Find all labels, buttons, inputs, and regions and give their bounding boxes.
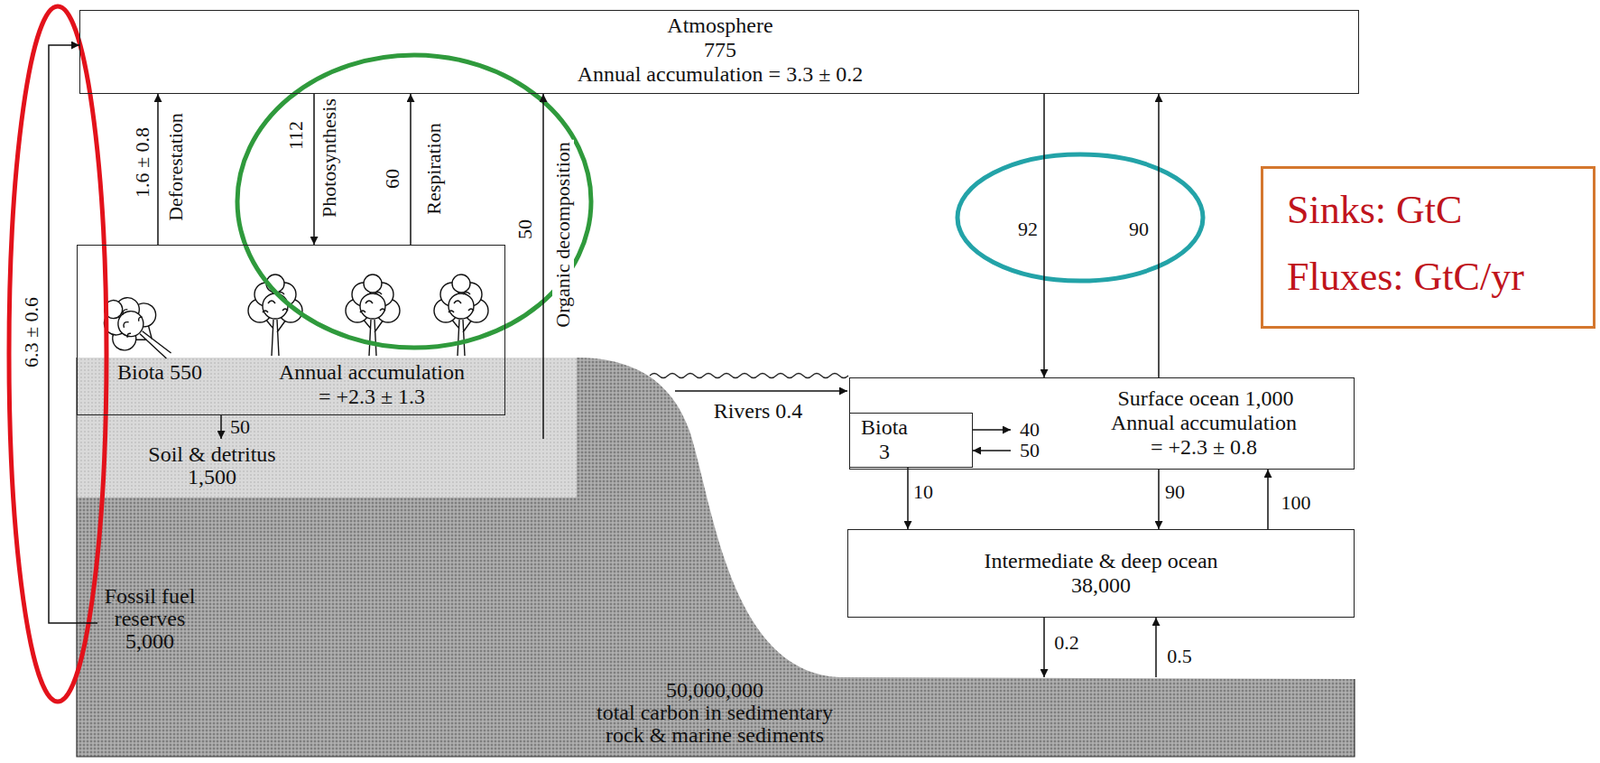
flux-value: 0.5 xyxy=(1165,645,1194,667)
flux-arrow xyxy=(1043,617,1046,677)
flux-value: 1.6 ± 0.8 xyxy=(131,125,154,200)
flux-name: Respiration xyxy=(423,120,445,216)
highlight-ellipse xyxy=(9,6,107,702)
flux-arrow xyxy=(972,449,1011,452)
flux-arrow xyxy=(157,93,159,245)
node-heading: Sinks: GtC xyxy=(1286,186,1462,234)
tree xyxy=(248,274,303,356)
river-flux-label: Rivers 0.4 xyxy=(712,398,805,424)
node-value: Annual accumulation = +2.3 ± 0.8 xyxy=(1108,410,1300,460)
ocean-biota-box: Biota 3 xyxy=(849,412,973,468)
flux-value: 50 xyxy=(1017,439,1042,462)
node-heading: Fossil fuel reserves xyxy=(100,584,200,630)
highlight-ellipse xyxy=(957,154,1203,281)
flux-value: 112 xyxy=(285,119,307,152)
node-heading: Surface ocean 1,000 xyxy=(1117,386,1294,411)
flux-arrow xyxy=(48,45,98,623)
node-heading: Biota 3 xyxy=(857,415,912,464)
fossil-fuel-band: Fossil fuel reserves5,000 xyxy=(97,582,204,657)
flux-value: 60 xyxy=(381,166,404,191)
flux-value: 6.3 ± 0.6 xyxy=(20,295,43,370)
flux-arrow xyxy=(1157,469,1160,529)
flux-arrow xyxy=(1155,617,1157,677)
flux-value: 50 xyxy=(514,217,537,241)
flux-arrow xyxy=(542,93,545,439)
node-value: Annual accumulation = +2.3 ± 1.3 xyxy=(276,360,468,409)
flux-arrow xyxy=(313,93,315,245)
flux-name: Organic decomposition xyxy=(552,139,574,330)
node-value: Fluxes: GtC/yr xyxy=(1286,253,1525,301)
flux-value: 40 xyxy=(1017,418,1042,441)
flux-value: 90 xyxy=(1127,218,1151,241)
sediment-band: 50,000,000total carbon in sedimentary ro… xyxy=(76,676,1355,757)
river-arrow xyxy=(675,389,848,392)
surface-ocean-box: Biota 3 Surface ocean 1,000Annual accumul… xyxy=(849,377,1355,470)
soil-region xyxy=(76,357,577,498)
node-value: total carbon in sedimentary rock & marin… xyxy=(591,701,838,747)
water-surface xyxy=(649,373,849,379)
highlight-ellipse xyxy=(237,55,592,348)
node-value: 1,500 xyxy=(187,465,237,489)
deep-ocean-box: Intermediate & deep ocean38,000 xyxy=(847,528,1355,618)
flux-arrow xyxy=(906,467,909,529)
flux-name: Deforestation xyxy=(165,110,187,223)
node-heading: Intermediate & deep ocean xyxy=(983,548,1218,574)
flux-value: 90 xyxy=(1163,480,1187,503)
flux-name: Photosynthesis xyxy=(318,96,341,220)
units-box: Sinks: GtC Fluxes: GtC/yr xyxy=(1260,166,1596,329)
land-biota-box: Biota 550 Annual accumulation = +2.3 ± 1.… xyxy=(76,244,506,416)
frame-line xyxy=(76,357,1355,757)
flux-value: 10 xyxy=(911,480,935,503)
node-value: 775 xyxy=(703,37,737,63)
node-heading: 50,000,000 xyxy=(665,678,764,702)
node-value: 38,000 xyxy=(1071,573,1131,598)
flux-arrow xyxy=(409,93,412,245)
flux-arrow xyxy=(1267,469,1269,529)
flux-arrow xyxy=(972,428,1011,431)
atmosphere-box: Atmosphere775Annual accumulation = 3.3 ±… xyxy=(79,9,1360,94)
flux-value: 50 xyxy=(228,416,252,438)
node-value: 5,000 xyxy=(125,629,175,653)
node-heading: Atmosphere xyxy=(666,13,773,38)
flux-arrow xyxy=(220,415,222,439)
node-heading: Soil & detritus xyxy=(147,443,276,466)
node-heading: Biota 550 xyxy=(117,360,203,385)
flux-arrow xyxy=(1157,93,1160,378)
flux-value: 92 xyxy=(1016,218,1040,241)
flux-value: 100 xyxy=(1279,491,1314,514)
soil-band: Soil & detritus1,500 xyxy=(76,438,577,498)
sediment-region xyxy=(76,357,1355,757)
flux-arrow xyxy=(1043,93,1046,378)
node-value: Annual accumulation = 3.3 ± 0.2 xyxy=(577,62,864,87)
flux-value: 0.2 xyxy=(1052,631,1082,654)
